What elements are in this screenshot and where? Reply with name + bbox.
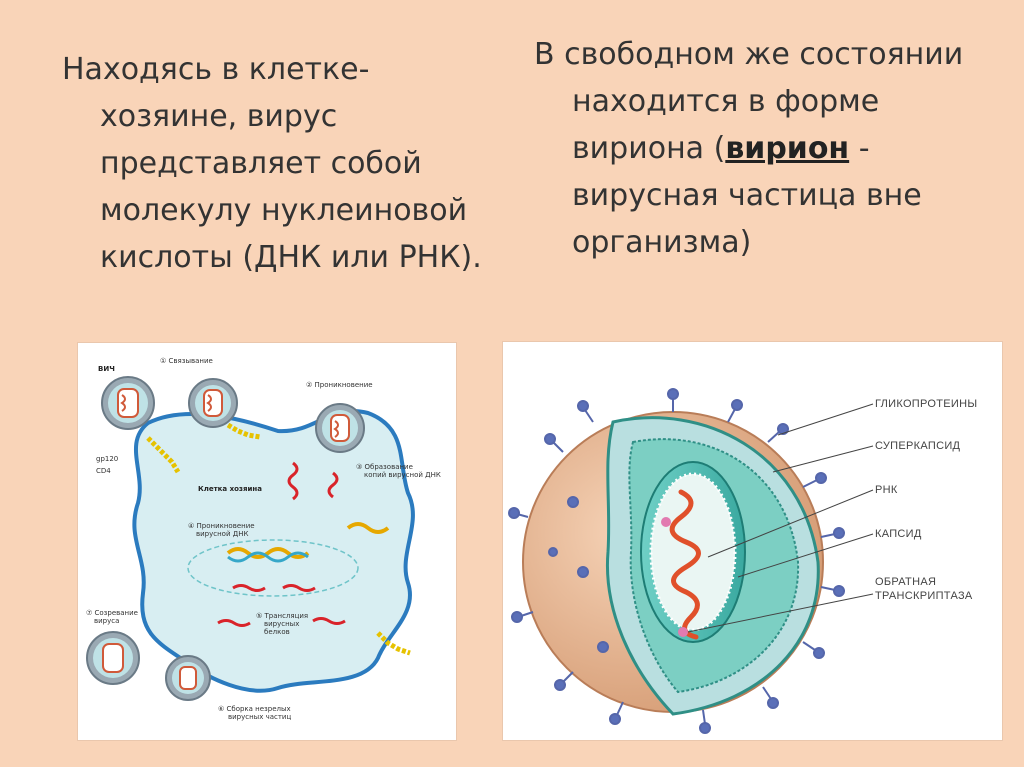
rna-strand-3 xyxy=(217,619,251,627)
step-3-label-2: копий вирусной ДНК xyxy=(364,471,441,479)
viral-dna xyxy=(226,547,310,559)
rna-strand-4 xyxy=(312,617,346,625)
hiv-virion-5 xyxy=(165,655,211,701)
cd4-label: CD4 xyxy=(96,467,111,475)
step-7-label-2: вируса xyxy=(94,617,119,625)
dna-helix xyxy=(346,522,390,534)
step-3-label: ③ Образование xyxy=(356,463,413,471)
right-paragraph-after: - вирусная частица вне организма) xyxy=(572,131,922,260)
hiv-virus-label: ВИЧ xyxy=(98,365,115,373)
capsid-inner xyxy=(649,472,737,632)
reverse-label: ОБРАТНАЯ xyxy=(875,576,936,588)
viral-dna-2 xyxy=(227,551,309,563)
step-2-label: ② Проникновение xyxy=(306,381,373,389)
hiv-life-cycle-figure: ВИЧ ① Связывание ② Проникновение ③ Образ… xyxy=(78,343,456,740)
glycoproteins xyxy=(508,388,845,734)
receptor-chain xyxy=(146,436,181,474)
step-5-label-3: белков xyxy=(264,628,290,636)
host-cell-label: Клетка хозяина xyxy=(198,485,262,493)
virion-term: вирион xyxy=(725,131,850,166)
step-4-label: ④ Проникновение xyxy=(188,522,255,530)
glycoproteins-label: ГЛИКОПРОТЕИНЫ xyxy=(875,398,977,410)
rna-strand-2 xyxy=(282,584,316,592)
dna-copy xyxy=(287,461,299,501)
hiv-virion-2 xyxy=(188,378,238,428)
step-1-label: ① Связывание xyxy=(160,357,213,365)
step-6-label: ⑥ Сборка незрелых xyxy=(218,705,291,713)
rna-coil xyxy=(669,489,701,640)
hiv-virion-3 xyxy=(315,403,365,453)
leader-lines xyxy=(687,403,874,633)
capsid-label: КАПСИД xyxy=(875,528,922,540)
transcriptase-label: ТРАНСКРИПТАЗА xyxy=(875,590,973,602)
left-paragraph: Находясь в клетке-хозяине, вирус предста… xyxy=(62,52,482,275)
rna-strand-1 xyxy=(232,584,266,592)
rna-label: РНК xyxy=(875,484,898,496)
step-4-label-2: вирусной ДНК xyxy=(196,530,248,538)
hiv-virion-1 xyxy=(101,376,155,430)
right-paragraph-before: В свободном же состоянии находится в фор… xyxy=(534,37,964,166)
step-6-label-2: вирусных частиц xyxy=(228,713,291,721)
supercapsid-label: СУПЕРКАПСИД xyxy=(875,440,961,452)
dna-copy-2 xyxy=(327,471,339,499)
virion-diagram: ГЛИКОПРОТЕИНЫ СУПЕРКАПСИД РНК КАПСИД ОБР… xyxy=(508,388,977,734)
reverse-transcriptase-2 xyxy=(678,627,688,637)
reverse-transcriptase-1 xyxy=(661,517,671,527)
left-text-block: Находясь в клетке-хозяине, вирус предста… xyxy=(62,46,502,281)
hiv-life-cycle-diagram: ВИЧ ① Связывание ② Проникновение ③ Образ… xyxy=(86,357,441,721)
step-7-label: ⑦ Созревание xyxy=(86,609,138,617)
receptor-chain-3 xyxy=(376,631,411,656)
virion-structure-figure: ГЛИКОПРОТЕИНЫ СУПЕРКАПСИД РНК КАПСИД ОБР… xyxy=(503,342,1002,740)
step-5-label-2: вирусных xyxy=(264,620,299,628)
right-paragraph: В свободном же состоянии находится в фор… xyxy=(534,31,994,266)
gp120-label: gp120 xyxy=(96,455,118,463)
step-5-label: ⑤ Трансляция xyxy=(256,612,308,620)
hiv-virion-4 xyxy=(86,631,140,685)
nucleus-outline xyxy=(187,539,359,597)
right-text-block: В свободном же состоянии находится в фор… xyxy=(534,31,994,266)
